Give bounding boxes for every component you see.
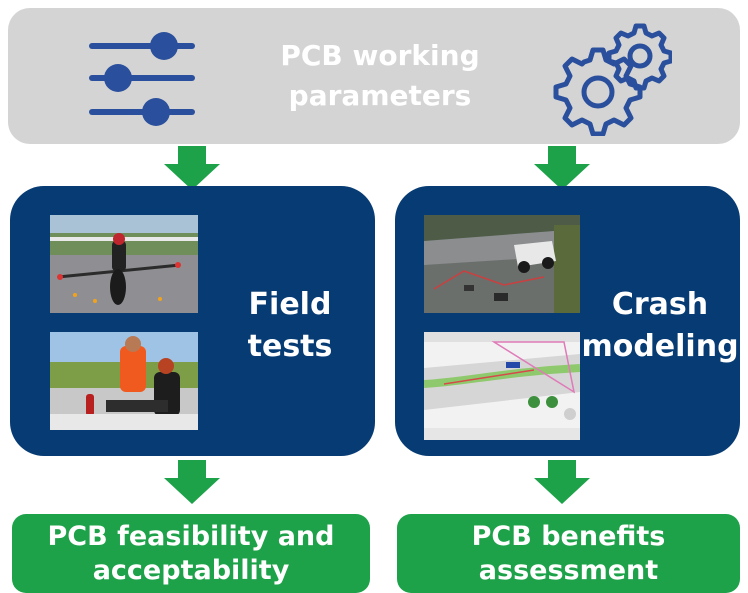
motorcycle-test-photo <box>50 215 198 313</box>
crash-modeling-label: Crash modeling <box>581 287 739 364</box>
crash-simulation-image <box>424 332 580 440</box>
sliders-icon <box>89 32 195 126</box>
gears-icon <box>553 23 672 136</box>
arrow-down-icon <box>164 460 220 504</box>
arrow-down-icon <box>534 460 590 504</box>
feasibility-result-text: PCB feasibility and acceptability <box>47 521 335 586</box>
parameters-title: PCB working parameters <box>280 39 480 112</box>
arrow-down-icon <box>164 146 220 190</box>
crash-scene-photo <box>424 215 580 313</box>
field-tests-label: Field tests <box>247 287 333 364</box>
arrow-down-icon <box>534 146 590 190</box>
benefits-result-text: PCB benefits assessment <box>471 521 666 586</box>
feasibility-result-box: PCB feasibility and acceptability <box>12 514 370 593</box>
field-team-photo <box>50 332 198 430</box>
benefits-result-box: PCB benefits assessment <box>397 514 740 593</box>
